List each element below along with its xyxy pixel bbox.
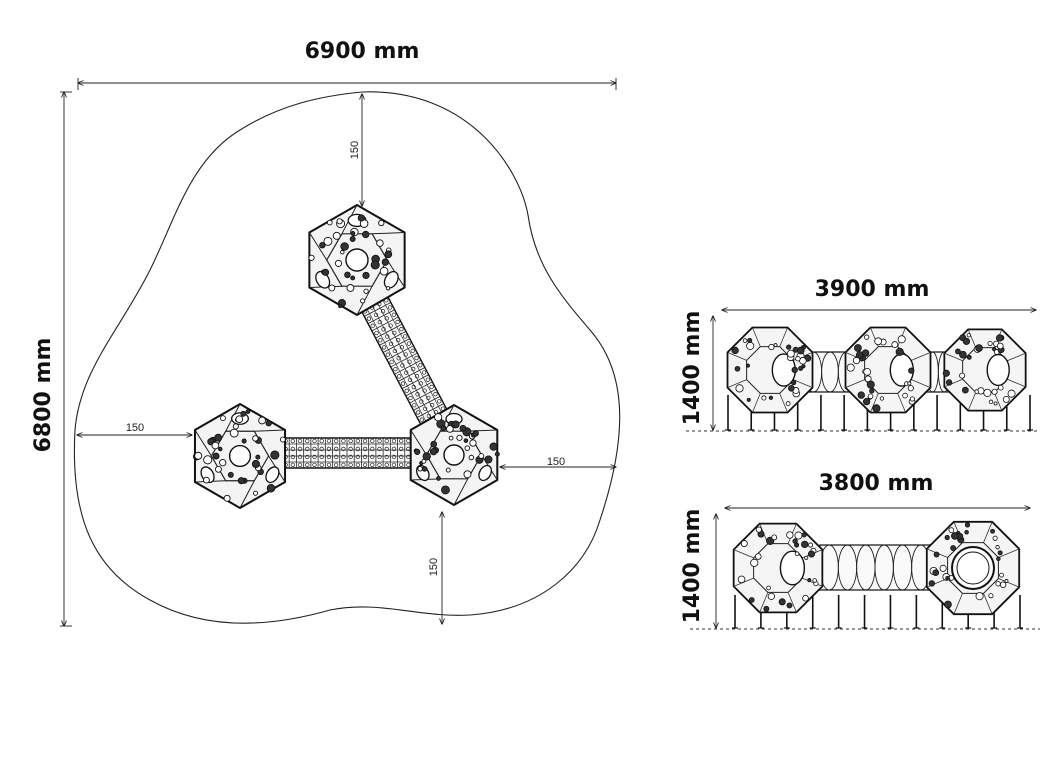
elevation-1-height-dimension: 1400 mm: [680, 311, 713, 430]
clearance-right: 150: [500, 456, 616, 468]
climbing-module-right: [409, 403, 500, 507]
climbing-module-left: [192, 402, 287, 510]
overall-height-dimension: 6800 mm: [31, 92, 72, 626]
elevation-2-width-label: 3800 mm: [819, 471, 934, 496]
clearance-bottom: 150: [428, 512, 442, 624]
elevation-2-height-dimension: 1400 mm: [680, 509, 716, 628]
elevation-2-height-label: 1400 mm: [680, 509, 705, 624]
elevation-1-width-label: 3900 mm: [815, 277, 930, 302]
clearance-bottom-label: 150: [428, 558, 440, 576]
overall-height-label: 6800 mm: [31, 338, 56, 453]
elevation-2-width-dimension: 3800 mm: [725, 471, 1030, 508]
overall-width-dimension: 6900 mm: [78, 39, 616, 90]
elevation-view-1: 3900 mm 1400 mm: [680, 277, 1040, 432]
elevation-view-2: 3800 mm 1400 mm: [680, 471, 1040, 630]
clearance-top-label: 150: [349, 141, 361, 159]
horizontal-net-bridge: [281, 437, 413, 469]
clearance-left-label: 150: [126, 422, 144, 434]
elevation-2-structure: [732, 520, 1023, 629]
clearance-top: 150: [349, 94, 362, 206]
elevation-1-height-label: 1400 mm: [680, 311, 705, 426]
safety-zone-outline: [73, 91, 621, 624]
clearance-left: 150: [77, 422, 192, 435]
overall-width-label: 6900 mm: [305, 39, 420, 64]
climbing-module-top: [308, 203, 406, 317]
clearance-right-label: 150: [547, 456, 565, 468]
plan-view: 6900 mm 6800 mm 150 150 150 150: [31, 39, 621, 626]
elevation-1-width-dimension: 3900 mm: [722, 277, 1036, 310]
elevation-1-structure: [725, 326, 1033, 431]
diagonal-net-bridge: [355, 287, 453, 433]
